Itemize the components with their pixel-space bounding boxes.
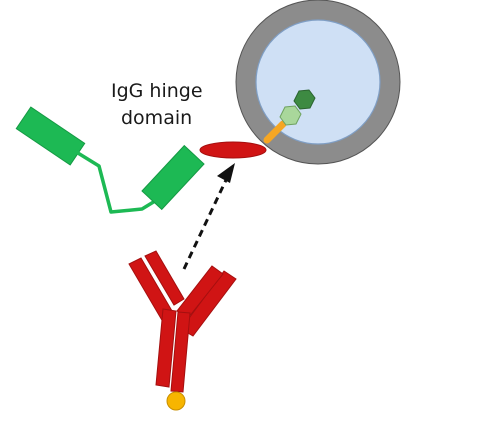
antibody-right-arm-outer <box>180 270 237 337</box>
arrow-head <box>217 163 235 183</box>
green-linker <box>72 148 161 214</box>
fusion-protein-icon <box>15 106 205 214</box>
bead-core <box>255 19 381 145</box>
antibody-stem-left <box>155 308 177 388</box>
hinge-label-line-2: domain <box>121 107 193 129</box>
hinge-label-line-1: IgG hinge <box>111 80 203 102</box>
antibody-stem-right <box>170 311 191 393</box>
bead-icon <box>235 0 401 165</box>
linker-bar <box>263 120 287 144</box>
antibody-tag-dot <box>166 391 186 411</box>
hexagon-light-icon <box>279 105 302 126</box>
hexagon-dark-icon <box>293 89 316 110</box>
dashed-arrow-icon <box>182 163 235 270</box>
green-block-left <box>15 106 86 166</box>
hinge-ellipse <box>199 141 267 159</box>
bead-ligand <box>263 89 316 144</box>
antibody-icon <box>128 250 237 411</box>
green-block-right <box>141 144 205 211</box>
arrow-shaft <box>182 179 228 270</box>
antibody-left-arm-inner <box>144 250 185 306</box>
